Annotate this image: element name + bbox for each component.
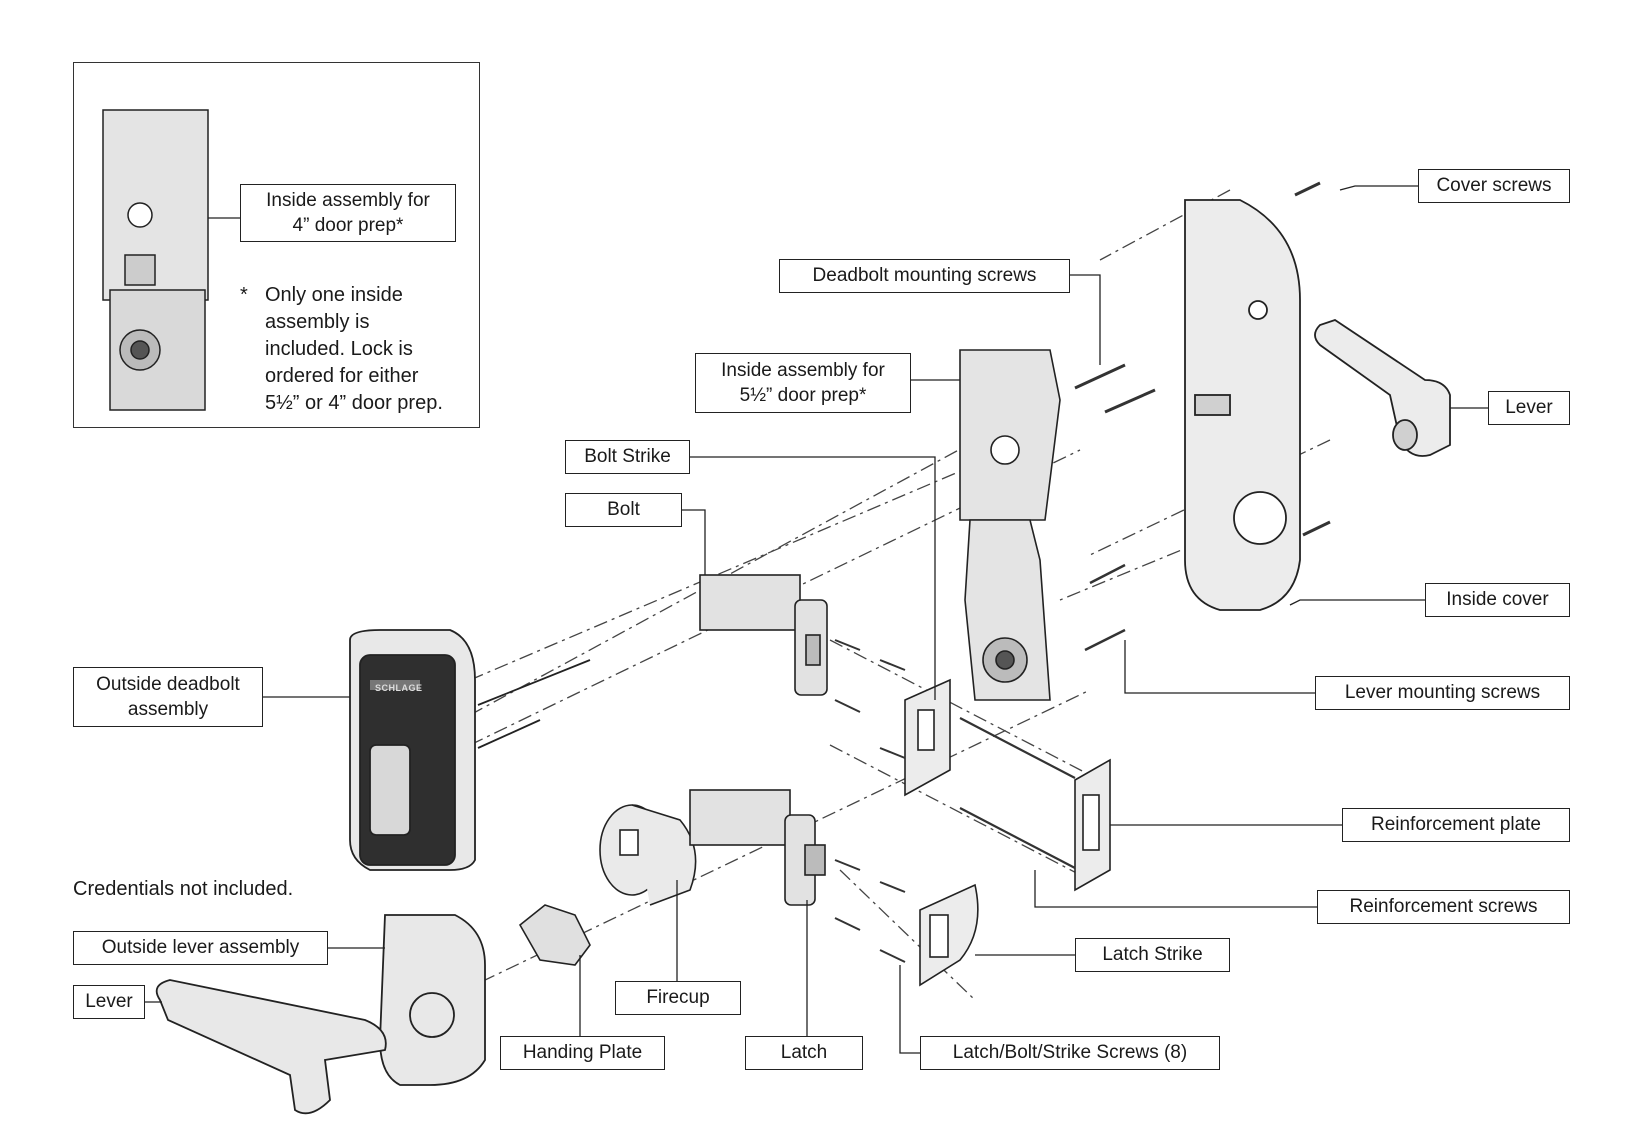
deadbolt-mounting-screws-drawing: [1074, 363, 1156, 414]
reinforcement-screws-drawing: [959, 717, 1076, 869]
label-reinforcement-plate: Reinforcement plate: [1342, 808, 1570, 842]
label-bolt: Bolt: [565, 493, 682, 527]
label-inside-assembly-4in-line1: Inside assembly for: [266, 190, 430, 211]
label-inside-assembly-5-5in: Inside assembly for 5½” door prep*: [695, 353, 911, 413]
label-outside-deadbolt-line2: assembly: [127, 699, 209, 720]
label-firecup: Firecup: [615, 981, 741, 1015]
inset-frame: [73, 62, 480, 428]
inside-lever-drawing: [1314, 319, 1451, 457]
handing-plate-drawing: [518, 904, 591, 966]
label-lever-inside: Lever: [1488, 391, 1570, 425]
footnote-line: ordered for either: [265, 365, 419, 387]
label-lever-outside: Lever: [73, 985, 145, 1019]
inside-cover-drawing: [1184, 199, 1301, 611]
footnote-line: assembly is: [265, 311, 370, 333]
label-latch-strike: Latch Strike: [1075, 938, 1230, 972]
label-lever-mounting-screws: Lever mounting screws: [1315, 676, 1570, 710]
label-inside-assembly-4in-line2: 4” door prep*: [292, 215, 404, 236]
footnote-line: 5½” or 4” door prep.: [265, 392, 443, 414]
footnote-line: included. Lock is: [265, 338, 413, 360]
label-deadbolt-mounting-screws: Deadbolt mounting screws: [779, 259, 1070, 293]
label-inside-assembly-5-5in-line1: Inside assembly for: [721, 360, 885, 381]
bolt-drawing: [699, 574, 828, 696]
reinforcement-plate-drawing: [1074, 758, 1111, 892]
label-latch: Latch: [745, 1036, 863, 1070]
label-handing-plate: Handing Plate: [500, 1036, 665, 1070]
label-reinforcement-screws: Reinforcement screws: [1317, 890, 1570, 924]
latch-strike-drawing: [919, 883, 979, 987]
label-inside-assembly-4in: Inside assembly for 4” door prep*: [240, 184, 456, 242]
leader-lines: [145, 185, 1488, 1054]
label-latch-bolt-strike-screws: Latch/Bolt/Strike Screws (8): [920, 1036, 1220, 1070]
label-outside-deadbolt-line1: Outside deadbolt: [96, 674, 240, 695]
bolt-strike-drawing: [904, 678, 951, 797]
inside-assembly-drawing: [959, 349, 1061, 701]
footnote-text: Only one inside assembly is included. Lo…: [265, 282, 443, 417]
latch-drawing: [689, 789, 826, 906]
label-cover-screws: Cover screws: [1418, 169, 1570, 203]
label-bolt-strike: Bolt Strike: [565, 440, 690, 474]
footnote-line: Only one inside: [265, 284, 403, 306]
brand-logo: SCHLAGE: [375, 683, 423, 693]
outside-deadbolt-drawing: [349, 629, 591, 871]
credentials-note: Credentials not included.: [73, 878, 294, 900]
firecup-drawing: [599, 804, 697, 906]
inset-inside-assembly-4in: [102, 109, 209, 411]
cover-screws-drawing: [1294, 181, 1331, 537]
label-outside-lever-assembly: Outside lever assembly: [73, 931, 328, 965]
label-inside-cover: Inside cover: [1425, 583, 1570, 617]
label-outside-deadbolt-assembly: Outside deadbolt assembly: [73, 667, 263, 727]
latch-bolt-strike-screws-drawing: [834, 639, 906, 963]
lever-mounting-screws-drawing: [1084, 563, 1126, 652]
footnote-star: *: [240, 284, 248, 306]
label-inside-assembly-5-5in-line2: 5½” door prep*: [739, 385, 867, 406]
outside-lever-drawing: [155, 914, 486, 1115]
